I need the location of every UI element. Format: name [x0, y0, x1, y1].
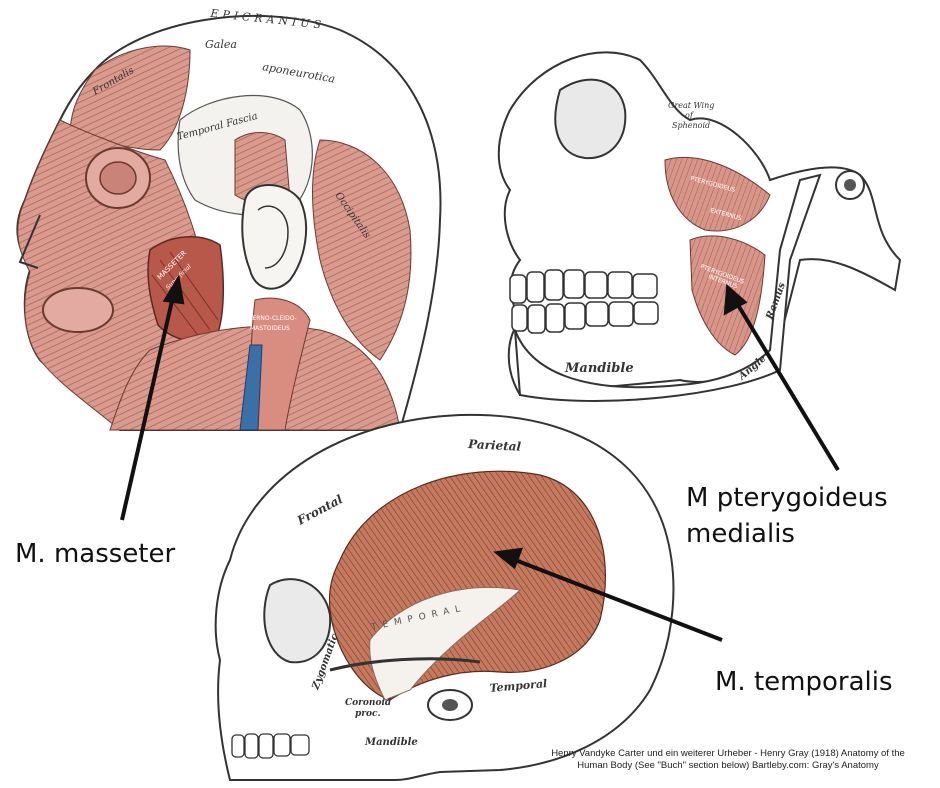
skull-pterygoid-figure: Great Wing of Sphenoid PTERYGOIDEUS EXTE… — [499, 52, 900, 401]
pterygoid-arrow — [735, 300, 838, 470]
pterygoideus-label-line1: M pterygoideus — [686, 482, 888, 515]
head-muscle-figure: EPICRANIUS Galea aponeurotica Frontalis … — [17, 7, 440, 430]
sterno-text-2: MASTOIDEUS — [250, 325, 290, 332]
masseter-label: M. masseter — [15, 538, 175, 571]
credit-line-1: Henry Vandyke Carter und ein weiterer Ur… — [528, 748, 928, 760]
orbit — [555, 80, 625, 159]
galea-text: Galea — [205, 38, 237, 51]
pterygoideus-label-line2: medialis — [686, 518, 795, 551]
mandible-bottom-text: Mandible — [364, 737, 418, 748]
great-wing-text-3: Sphenoid — [672, 121, 710, 130]
skull-temporalis-figure: Parietal Frontal TEMPORAL Zygomatic Coro… — [216, 415, 674, 780]
parietal-text: Parietal — [467, 437, 522, 454]
great-wing-text-1: Great Wing — [668, 101, 714, 110]
mandible-right-text: Mandible — [564, 361, 634, 376]
sterno-text-1: STERNO-CLEIDO- — [245, 315, 297, 322]
coronoid-text-1: Coronoid — [345, 698, 392, 708]
coronoid-text-2: proc. — [355, 709, 381, 719]
credit-line-2: Human Body (See "Buch" section below) Ba… — [528, 760, 928, 772]
image-credit: Henry Vandyke Carter und ein weiterer Ur… — [528, 748, 928, 772]
temporalis-label: M. temporalis — [715, 666, 893, 699]
teeth-bottom — [232, 734, 309, 758]
orbicularis-oris — [43, 288, 113, 332]
